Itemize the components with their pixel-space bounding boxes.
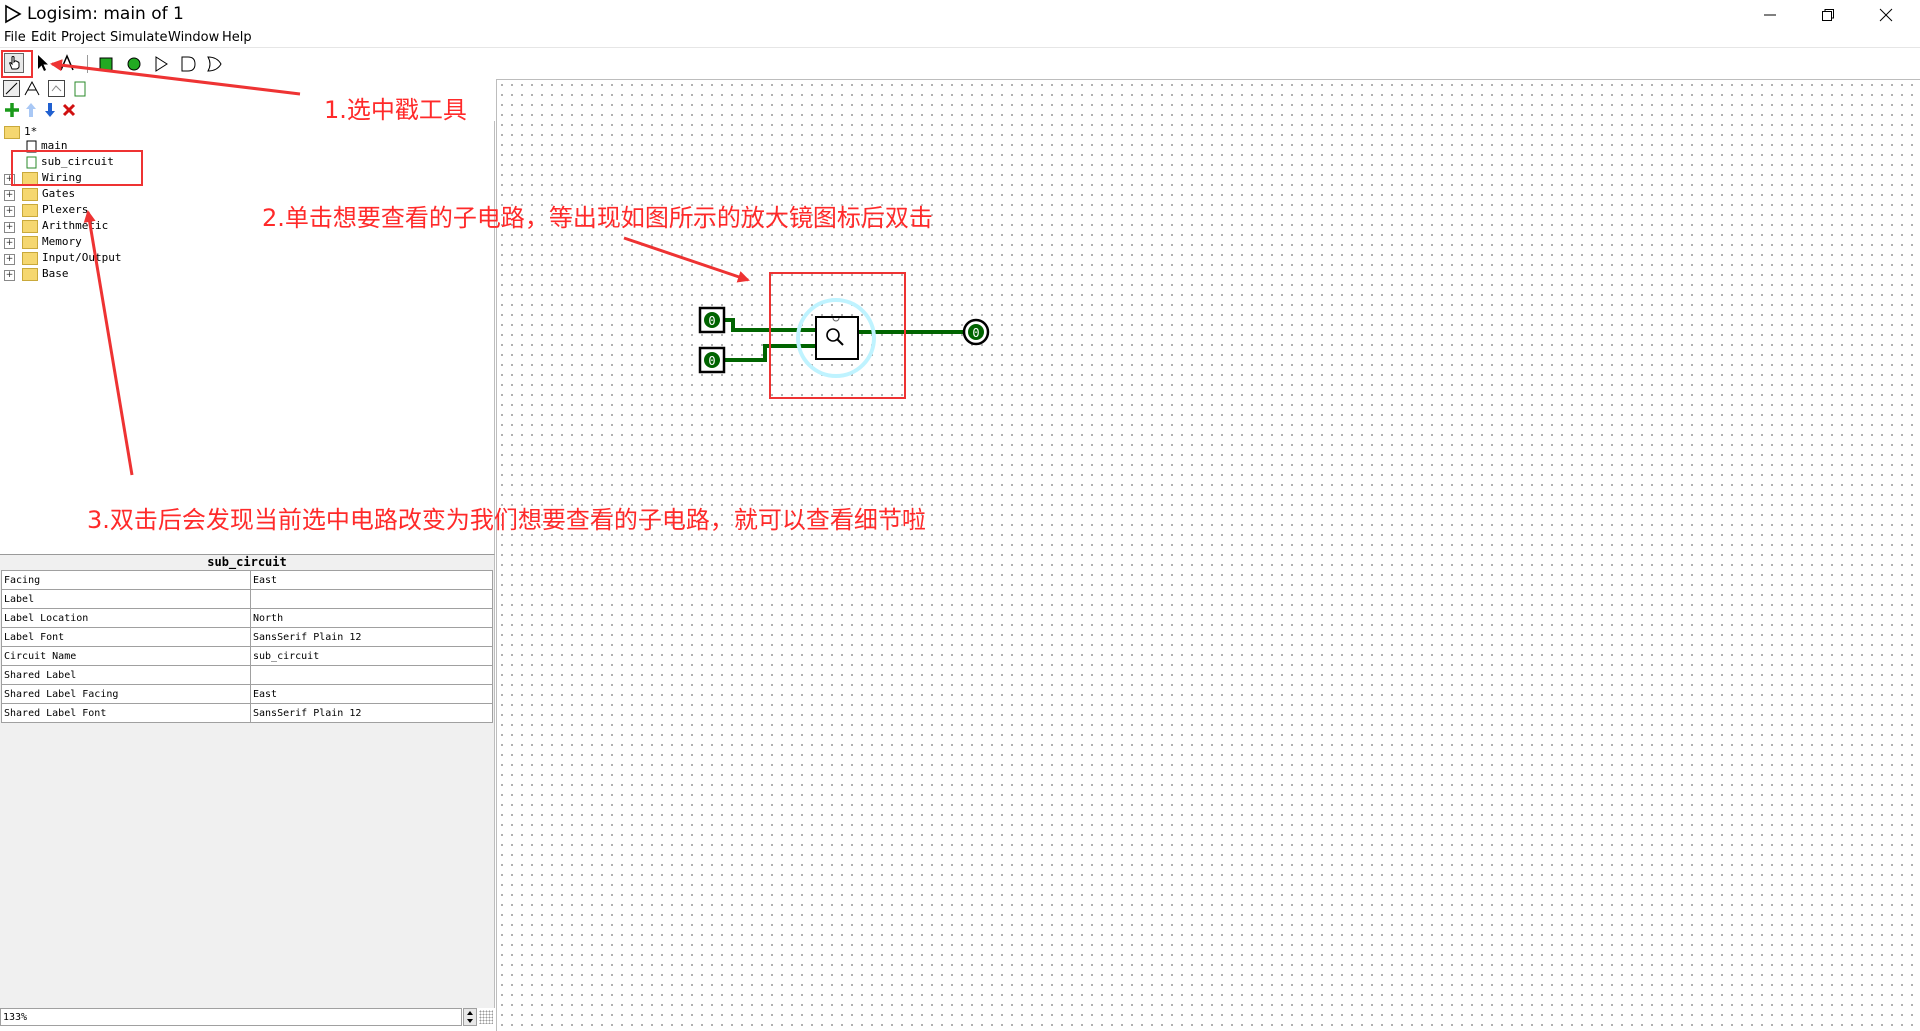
- toolbox-view-icon[interactable]: [2, 79, 22, 99]
- folder-icon: [22, 267, 38, 281]
- table-row: Label: [1, 589, 493, 609]
- text-tool-icon[interactable]: [58, 53, 78, 73]
- explorer-tree: 1* main sub_circuit + Wiring + Gates + P…: [0, 121, 495, 555]
- folder-icon: [22, 187, 38, 201]
- minimize-icon: [1764, 14, 1776, 16]
- resize-grip[interactable]: [479, 1010, 493, 1024]
- and-gate-tool-icon[interactable]: [178, 54, 198, 74]
- folder-icon: [22, 235, 38, 249]
- pin-output-tool-icon[interactable]: [124, 54, 144, 74]
- output-pin-value: 0: [972, 326, 979, 340]
- restore-button[interactable]: [1800, 0, 1856, 30]
- magnifier-icon: [826, 328, 844, 346]
- pin-input-tool-icon[interactable]: [96, 54, 116, 74]
- annotation-box-sub-circuit: [11, 150, 143, 186]
- window-title: Logisim: main of 1: [27, 4, 184, 24]
- input-pin-2-value: 0: [708, 354, 715, 368]
- minimize-button[interactable]: [1742, 0, 1798, 30]
- circuit-drawing: 0 0 0: [698, 298, 990, 378]
- menu-help[interactable]: Help: [222, 30, 252, 45]
- logisim-app-icon: [5, 4, 22, 24]
- sub-circuit-component[interactable]: [815, 316, 859, 360]
- restore-icon: [1822, 9, 1834, 21]
- move-up-arrow-icon[interactable]: [21, 100, 41, 120]
- menu-project[interactable]: Project: [61, 30, 106, 45]
- wire-input-2[interactable]: [723, 344, 817, 362]
- expand-icon[interactable]: +: [4, 270, 15, 281]
- toolbar-separator: [87, 55, 88, 73]
- tree-circuit-sub-circuit[interactable]: sub_circuit: [26, 155, 114, 171]
- expand-icon[interactable]: +: [4, 254, 15, 265]
- close-icon: [1879, 8, 1893, 22]
- not-gate-tool-icon[interactable]: [152, 54, 172, 74]
- tree-project[interactable]: 1*: [4, 125, 37, 141]
- menu-window[interactable]: Window: [168, 30, 220, 45]
- input-pin-2-led: [704, 352, 720, 368]
- folder-icon: [4, 125, 20, 139]
- remove-circuit-icon[interactable]: [59, 100, 79, 120]
- wire-input-1[interactable]: [723, 318, 817, 332]
- appearance-view-icon[interactable]: [70, 79, 90, 99]
- title-bar: Logisim: main of 1: [0, 0, 1920, 30]
- tree-lib-wiring[interactable]: Wiring: [22, 171, 82, 187]
- or-gate-tool-icon[interactable]: [204, 54, 224, 74]
- expand-icon[interactable]: +: [4, 222, 15, 233]
- main-toolbar: [0, 50, 490, 78]
- annotation-box-canvas-component: [769, 272, 906, 399]
- select-tool-arrow-icon[interactable]: [33, 53, 53, 73]
- close-button[interactable]: [1858, 0, 1914, 30]
- output-pin-led: [968, 324, 984, 340]
- annotation-box-poke-tool: [1, 50, 33, 78]
- simulation-tree-view-icon[interactable]: [22, 79, 42, 99]
- table-row: Shared Label: [1, 665, 493, 685]
- folder-icon: [22, 219, 38, 233]
- menu-bar: File Edit Project Simulate Window Help: [0, 30, 1920, 48]
- spinner-arrows-icon: [467, 1011, 473, 1023]
- circuit-ops-toolbar: [0, 100, 490, 120]
- folder-icon: [22, 203, 38, 217]
- annotation-step-2: 2.单击想要查看的子电路，等出现如图所示的放大镜图标后双击: [262, 204, 933, 232]
- tree-lib-input-output[interactable]: Input/Output: [22, 251, 121, 267]
- tree-lib-base[interactable]: Base: [22, 267, 69, 283]
- menu-edit[interactable]: Edit: [31, 30, 57, 45]
- tree-lib-memory[interactable]: Memory: [22, 235, 82, 251]
- input-pin-1-value: 0: [708, 314, 715, 328]
- attribute-panel-title: sub_circuit: [207, 555, 287, 569]
- menu-divider: [0, 47, 1920, 48]
- expand-icon[interactable]: +: [4, 206, 15, 217]
- tree-lib-plexers[interactable]: Plexers: [22, 203, 88, 219]
- expand-icon[interactable]: +: [4, 190, 15, 201]
- poke-hover-ring: [796, 298, 876, 378]
- menu-file[interactable]: File: [4, 30, 26, 45]
- zoom-field[interactable]: 133%: [0, 1008, 462, 1026]
- expand-icon[interactable]: +: [4, 174, 15, 185]
- layout-view-icon[interactable]: [47, 79, 67, 99]
- zoom-spinner[interactable]: [463, 1008, 477, 1026]
- add-circuit-icon[interactable]: [2, 100, 22, 120]
- poke-tool-hand-icon[interactable]: [4, 53, 24, 73]
- move-down-arrow-icon[interactable]: [40, 100, 60, 120]
- annotation-step-1: 1.选中戳工具: [324, 96, 467, 124]
- input-pin-1-led: [704, 312, 720, 328]
- circuit-icon: [26, 156, 37, 168]
- tree-lib-gates[interactable]: Gates: [22, 187, 75, 203]
- expand-icon[interactable]: +: [4, 238, 15, 249]
- folder-icon: [22, 251, 38, 265]
- notch-icon: [832, 317, 840, 322]
- circuit-canvas[interactable]: 0 0 0: [496, 79, 1920, 1031]
- tree-lib-arithmetic[interactable]: Arithmetic: [22, 219, 108, 235]
- menu-simulate[interactable]: Simulate: [110, 30, 168, 45]
- annotation-step-3: 3.双击后会发现当前选中电路改变为我们想要查看的子电路，就可以查看细节啦: [87, 506, 926, 534]
